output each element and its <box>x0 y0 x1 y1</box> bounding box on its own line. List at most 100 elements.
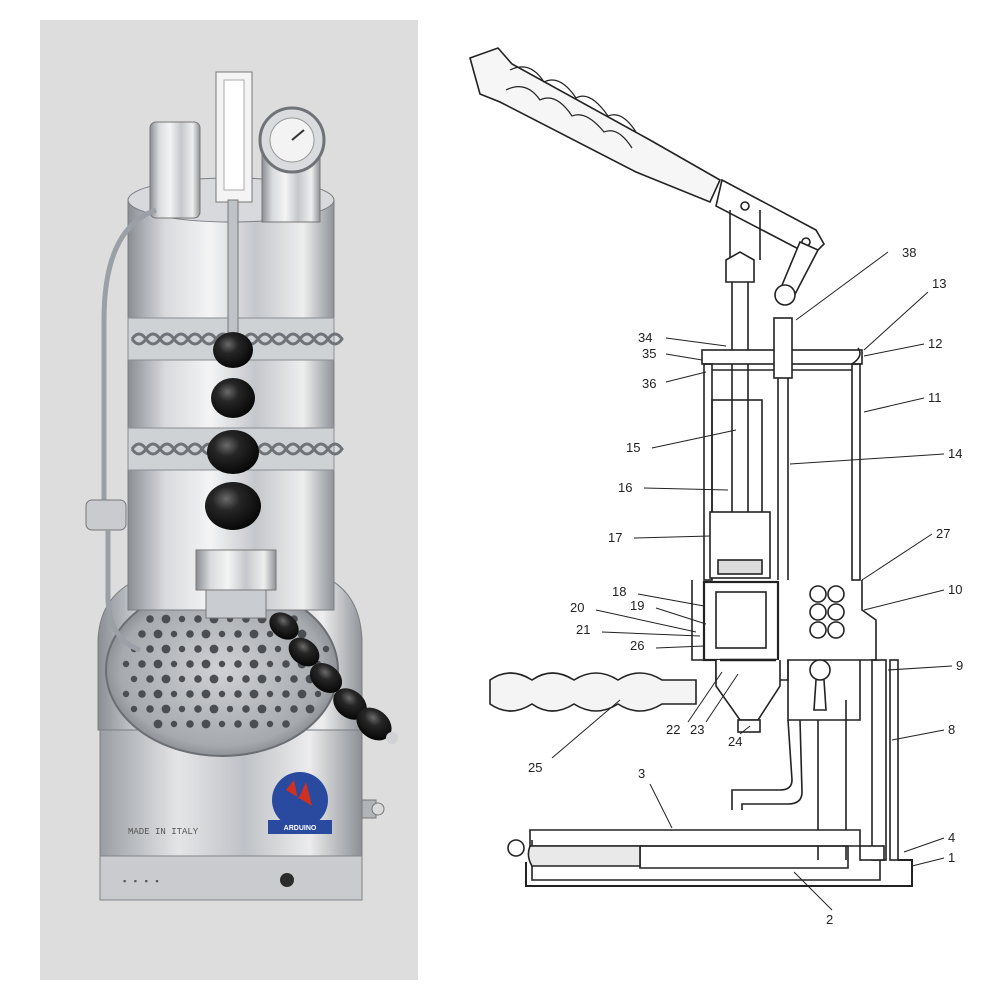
callout-leader-1 <box>911 857 945 867</box>
piston-rod <box>227 199 239 341</box>
portafilter-cap <box>386 732 398 744</box>
tray-hole <box>178 675 186 683</box>
base-mark: ▪ ▪ ▪ ▪ <box>122 877 160 887</box>
tray-hole <box>314 690 322 698</box>
tray-hole <box>274 705 282 713</box>
callout-label-3: 3 <box>638 766 645 781</box>
outlet-pipe <box>731 719 793 810</box>
sight-tube <box>101 207 157 500</box>
tray-hole <box>249 659 259 669</box>
tray-hole <box>257 644 267 654</box>
tray-hole <box>218 660 226 668</box>
lever-bracket-slot <box>223 79 245 191</box>
gauge-needle <box>291 129 305 141</box>
callout-leader-13 <box>863 291 929 351</box>
tray-hole <box>226 675 234 683</box>
callout-label-24: 24 <box>728 734 742 749</box>
maker-plate-text: MADE IN ITALY <box>128 827 199 837</box>
safety-valve-cap <box>149 121 201 219</box>
tube-fitting <box>85 499 127 531</box>
callout-label-35: 35 <box>642 346 656 361</box>
callout-label-38: 38 <box>902 245 916 260</box>
callout-label-23: 23 <box>690 722 704 737</box>
tray-hole <box>178 705 186 713</box>
tray-hole <box>161 614 171 624</box>
tray-hole <box>257 674 267 684</box>
callout-leader-8 <box>891 729 945 741</box>
piston-cylinder <box>702 399 780 662</box>
callout-leader-35 <box>665 353 703 361</box>
callout-leader-4 <box>903 837 945 853</box>
callout-label-2: 2 <box>826 912 833 927</box>
callout-label-12: 12 <box>928 336 942 351</box>
callout-label-16: 16 <box>618 480 632 495</box>
base-hole <box>280 873 294 887</box>
callout-label-27: 27 <box>936 526 950 541</box>
callout-label-4: 4 <box>948 830 955 845</box>
tray-hole <box>194 675 202 683</box>
callout-label-21: 21 <box>576 622 590 637</box>
tray-hole <box>201 719 211 729</box>
callout-label-15: 15 <box>626 440 640 455</box>
tray-hole <box>322 645 330 653</box>
tray-hole <box>201 689 211 699</box>
tray-hole <box>266 720 274 728</box>
callout-leader-36 <box>665 371 707 383</box>
tray-hole <box>218 720 226 728</box>
callout-leader-17 <box>633 535 711 539</box>
callout-label-22: 22 <box>666 722 680 737</box>
tray-hole <box>249 689 259 699</box>
tray-hole <box>282 720 290 728</box>
callout-leader-3 <box>649 783 673 829</box>
tray-hole <box>249 719 259 729</box>
pump-column <box>871 659 887 861</box>
callout-leaders <box>551 251 953 911</box>
callout-leader-10 <box>863 589 945 611</box>
tray-hole <box>257 704 267 714</box>
tray-hole <box>161 704 171 714</box>
tray-hole <box>242 645 250 653</box>
portafilter-knob <box>288 637 320 667</box>
tray-hole <box>266 690 274 698</box>
tray-hole <box>274 645 282 653</box>
heating-coils <box>809 585 845 639</box>
tray-hole <box>234 660 242 668</box>
tray-hole <box>194 615 202 623</box>
tray-hole <box>305 704 315 714</box>
callout-label-14: 14 <box>948 446 962 461</box>
callout-label-26: 26 <box>630 638 644 653</box>
tray-hole <box>153 719 163 729</box>
callout-leader-16 <box>643 487 729 491</box>
drip-tray-holes <box>122 599 330 729</box>
callout-leader-19 <box>655 607 707 625</box>
tray-hole <box>209 704 219 714</box>
tray-hole <box>290 675 298 683</box>
tray-hole <box>242 675 250 683</box>
callout-leader-21 <box>601 631 701 637</box>
base-plinth <box>99 855 363 901</box>
portafilter-knob <box>356 707 392 741</box>
brand-badge: ARDUINO <box>268 772 332 834</box>
callout-leader-34 <box>665 337 727 347</box>
tray-hole <box>138 690 146 698</box>
callout-leader-18 <box>637 593 705 607</box>
portafilter-knob <box>333 688 367 720</box>
tray-hole <box>186 630 194 638</box>
portafilter-section <box>489 658 781 733</box>
tray-hole <box>138 660 146 668</box>
tray-hole <box>209 644 219 654</box>
tray-hole <box>170 690 178 698</box>
tray-hole <box>146 705 154 713</box>
callout-label-8: 8 <box>948 722 955 737</box>
tray-hole <box>186 660 194 668</box>
tray-hole <box>130 675 138 683</box>
tray-hole <box>130 705 138 713</box>
tray-hole <box>266 660 274 668</box>
tray-hole <box>201 629 211 639</box>
tray-hole <box>194 705 202 713</box>
base-tray <box>507 829 913 887</box>
tray-hole <box>226 705 234 713</box>
piston-nut <box>725 251 755 283</box>
